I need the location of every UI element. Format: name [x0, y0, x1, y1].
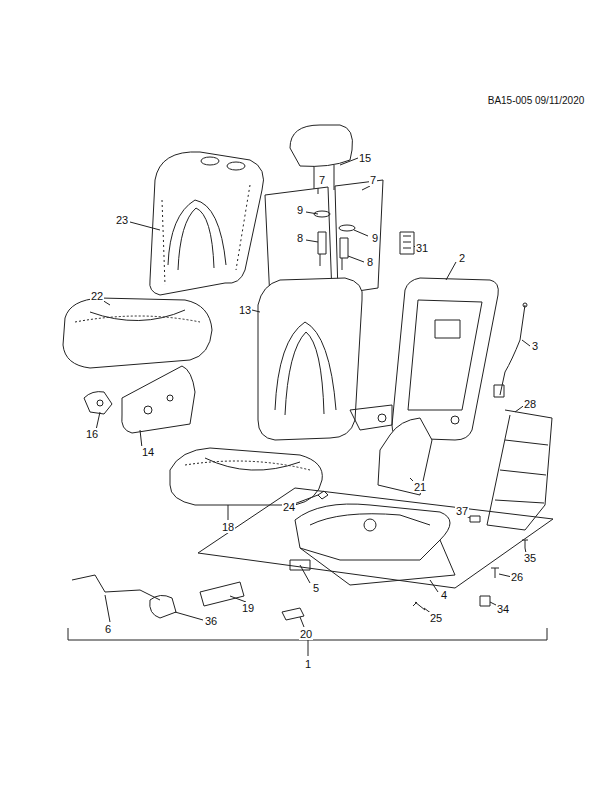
callout-number: 28 — [523, 398, 537, 410]
seat-back-frame — [350, 278, 498, 440]
callout-number: 6 — [104, 623, 112, 635]
callout-number: 3 — [531, 340, 539, 352]
callout-number: 2 — [458, 252, 466, 264]
callout-number: 26 — [510, 571, 524, 583]
callout-number: 8 — [366, 256, 374, 268]
small-parts — [72, 491, 528, 620]
release-cable — [494, 303, 527, 397]
callout-number: 9 — [296, 204, 304, 216]
assembly-bracket — [68, 628, 547, 656]
headrest — [290, 125, 353, 190]
callout-number: 20 — [299, 628, 313, 640]
callout-number: 31 — [415, 242, 429, 254]
callout-number: 23 — [115, 214, 129, 226]
callout-number: 8 — [296, 232, 304, 244]
callout-number: 36 — [204, 615, 218, 627]
callout-number: 21 — [413, 481, 427, 493]
callout-number: 24 — [282, 501, 296, 513]
callout-number: 15 — [358, 152, 372, 164]
latch — [400, 232, 414, 254]
callout-number: 25 — [429, 612, 443, 624]
callout-number: 7 — [369, 174, 377, 186]
callout-number: 34 — [496, 603, 510, 615]
drawing-id: BA15-005 09/11/2020 — [487, 95, 586, 107]
callout-number: 19 — [241, 602, 255, 614]
seat-back-cover — [150, 152, 264, 295]
cushion-cover — [63, 298, 212, 368]
callout-number: 13 — [238, 304, 252, 316]
callout-number: 14 — [141, 446, 155, 458]
callout-number: 4 — [440, 589, 448, 601]
callout-number: 37 — [455, 505, 469, 517]
callout-number: 16 — [85, 428, 99, 440]
seat-back-pad — [258, 278, 362, 440]
callout-number: 5 — [312, 582, 320, 594]
side-bolster — [84, 366, 195, 433]
callout-number: 1 — [304, 658, 312, 670]
callout-number: 35 — [523, 552, 537, 564]
callout-number: 18 — [221, 521, 235, 533]
seat-base-frame — [198, 488, 553, 588]
side-trim — [378, 418, 432, 495]
callout-number: 7 — [318, 174, 326, 186]
callout-number: 9 — [371, 232, 379, 244]
cushion-pad — [170, 448, 322, 505]
leader-lines — [96, 158, 530, 627]
callout-number: 22 — [90, 290, 104, 302]
